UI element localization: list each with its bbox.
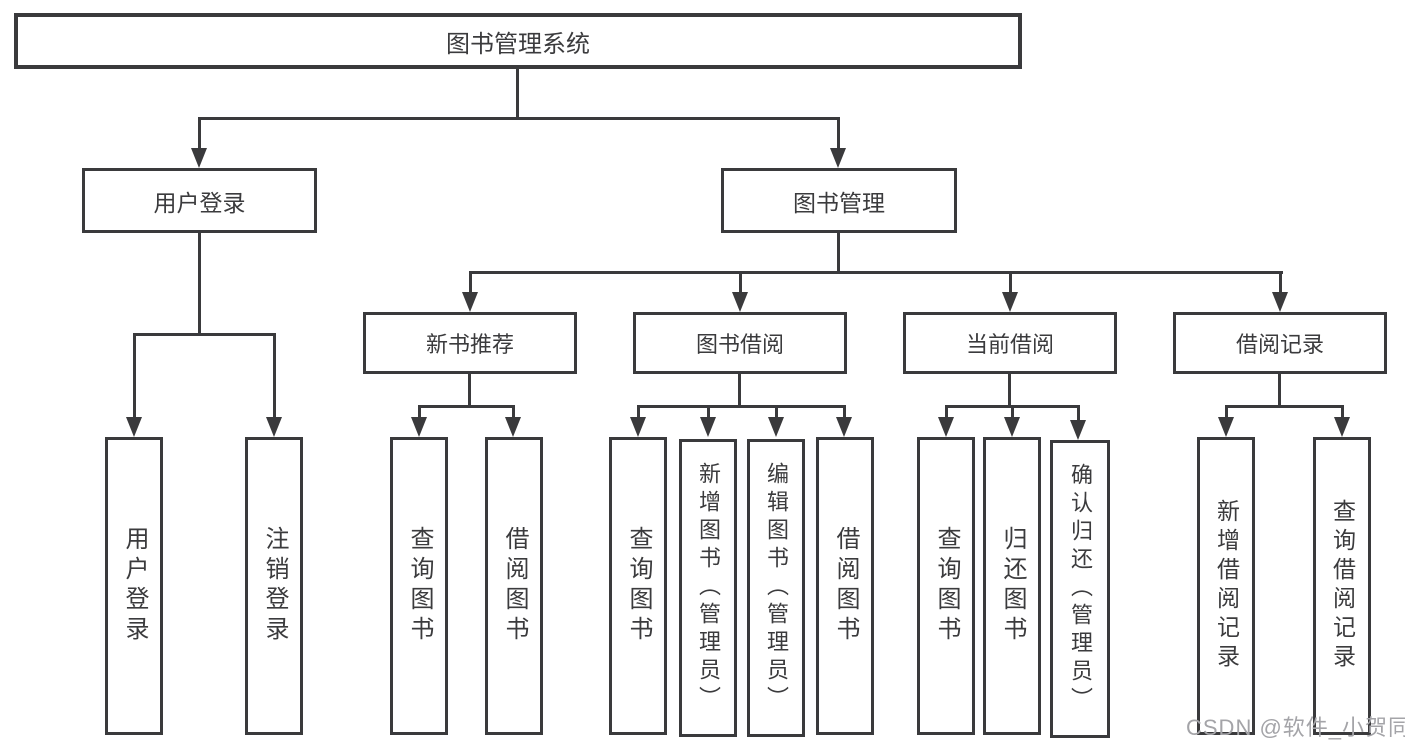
node-book-management: 图书管理 <box>721 168 957 233</box>
connector-drop-book-management <box>837 117 840 153</box>
leaf-borrow-books-borrow: 借阅图书 <box>816 437 874 735</box>
connector-drop-borrow-records <box>1279 271 1282 298</box>
connector-g4-drop1 <box>1225 405 1228 422</box>
arrow-down-icon <box>411 417 427 437</box>
node-label: 查询图书 <box>933 526 960 646</box>
connector-g2-rail <box>637 405 846 408</box>
connector-drop-new-book <box>469 271 472 298</box>
connector-g2-drop2 <box>707 405 710 422</box>
node-label: 借阅记录 <box>1235 332 1324 357</box>
node-borrow-records: 借阅记录 <box>1173 312 1387 374</box>
node-label: 新增借阅记录 <box>1213 499 1240 673</box>
node-label: 借阅图书 <box>501 526 528 646</box>
node-label: 用户登录 <box>153 189 246 216</box>
connector-g1-drop2 <box>512 405 515 422</box>
arrow-down-icon <box>1334 417 1350 437</box>
connector-g2-drop3 <box>775 405 778 422</box>
leaf-add-book-admin: 新增图书（管理员） <box>679 439 737 737</box>
node-label: 图书借阅 <box>695 332 784 357</box>
arrow-down-icon <box>836 417 852 437</box>
arrow-down-icon <box>126 417 142 437</box>
node-current-borrow: 当前借阅 <box>903 312 1117 374</box>
node-label: 新书推荐 <box>425 332 514 357</box>
arrow-down-icon <box>630 417 646 437</box>
connector-g4-drop2 <box>1341 405 1344 422</box>
node-label: 查询图书 <box>625 526 652 646</box>
arrow-down-icon <box>1070 420 1086 440</box>
node-label: 图书管理 <box>793 189 885 216</box>
node-library-management-system: 图书管理系统 <box>14 13 1022 69</box>
connector-management-rail <box>469 271 1283 274</box>
node-user-login: 用户登录 <box>82 168 317 233</box>
leaf-add-borrow-record: 新增借阅记录 <box>1197 437 1255 735</box>
node-book-borrow: 图书借阅 <box>633 312 847 374</box>
connector-drop-book-borrow <box>739 271 742 298</box>
leaf-return-books: 归还图书 <box>983 437 1041 735</box>
connector-g4-rail <box>1225 405 1343 408</box>
node-label: 用户登录 <box>121 526 148 646</box>
connector-g1-drop1 <box>418 405 421 422</box>
leaf-logout: 注销登录 <box>245 437 303 735</box>
connector-g4-stem <box>1278 374 1281 408</box>
arrow-down-icon <box>191 148 207 168</box>
connector-g3-drop2 <box>1011 405 1014 422</box>
connector-login-stem <box>198 233 201 336</box>
connector-g3-drop1 <box>945 405 948 422</box>
connector-root-rail <box>198 117 840 120</box>
connector-login-rail <box>133 333 276 336</box>
arrow-down-icon <box>505 417 521 437</box>
leaf-borrow-books-recommend: 借阅图书 <box>485 437 543 735</box>
leaf-edit-book-admin: 编辑图书（管理员） <box>747 439 805 737</box>
arrow-down-icon <box>938 417 954 437</box>
connector-management-stem <box>837 233 840 274</box>
connector-drop-leaf-user-login <box>133 333 136 422</box>
node-label: 新增图书（管理员） <box>696 462 721 714</box>
connector-g1-stem <box>468 374 471 408</box>
node-label: 当前借阅 <box>965 332 1054 357</box>
node-label: 归还图书 <box>999 526 1026 646</box>
arrow-down-icon <box>732 292 748 312</box>
arrow-down-icon <box>1002 292 1018 312</box>
connector-drop-leaf-logout <box>273 333 276 422</box>
arrow-down-icon <box>1004 417 1020 437</box>
node-new-book-recommend: 新书推荐 <box>363 312 577 374</box>
csdn-watermark: CSDN @软件_小贺同学 <box>1186 715 1405 740</box>
leaf-user-login: 用户登录 <box>105 437 163 735</box>
leaf-query-books-current: 查询图书 <box>917 437 975 735</box>
node-label: 查询借阅记录 <box>1329 499 1356 673</box>
leaf-confirm-return-admin: 确认归还（管理员） <box>1050 440 1110 738</box>
connector-g2-stem <box>738 374 741 408</box>
node-label: 图书管理系统 <box>446 30 590 58</box>
connector-g2-drop4 <box>843 405 846 422</box>
node-label: 确认归还（管理员） <box>1068 463 1093 715</box>
leaf-query-books-recommend: 查询图书 <box>390 437 448 735</box>
node-label: 借阅图书 <box>832 526 859 646</box>
connector-drop-current-borrow <box>1009 271 1012 298</box>
leaf-query-books-borrow: 查询图书 <box>609 437 667 735</box>
connector-g3-drop3 <box>1077 405 1080 422</box>
node-label: 编辑图书（管理员） <box>764 462 789 714</box>
node-label: 注销登录 <box>261 526 288 646</box>
connector-g2-drop1 <box>637 405 640 422</box>
connector-g3-stem <box>1008 374 1011 408</box>
arrow-down-icon <box>266 417 282 437</box>
connector-drop-user-login <box>198 117 201 153</box>
node-label: 查询图书 <box>406 526 433 646</box>
arrow-down-icon <box>1218 417 1234 437</box>
arrow-down-icon <box>700 417 716 437</box>
connector-g1-rail <box>418 405 515 408</box>
leaf-query-borrow-record: 查询借阅记录 <box>1313 437 1371 735</box>
connector-root-stem <box>516 69 519 119</box>
arrow-down-icon <box>768 417 784 437</box>
arrow-down-icon <box>462 292 478 312</box>
arrow-down-icon <box>830 148 846 168</box>
arrow-down-icon <box>1272 292 1288 312</box>
